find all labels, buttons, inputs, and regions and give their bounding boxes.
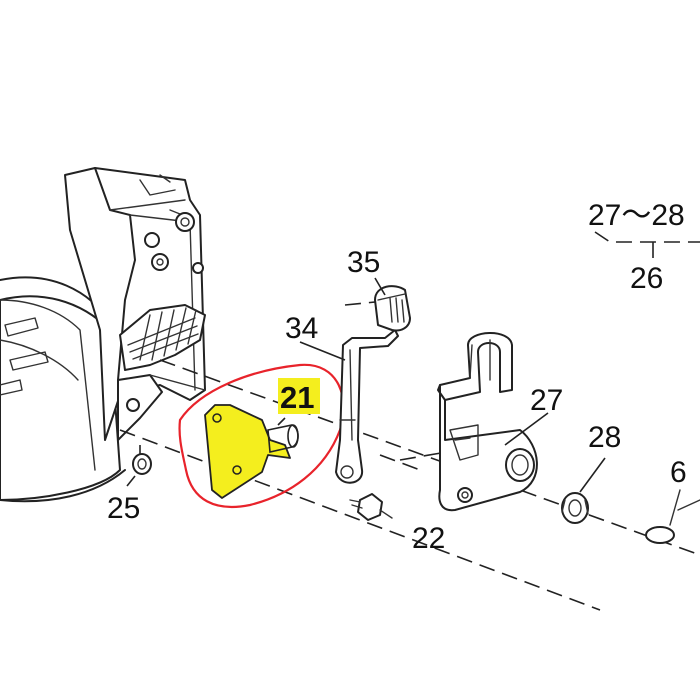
label-27-28: 27～28 bbox=[588, 199, 685, 232]
part-25-nut[interactable] bbox=[126, 453, 152, 487]
part-6-partial[interactable] bbox=[645, 489, 700, 544]
label-34: 34 bbox=[285, 312, 318, 345]
assembly-axis-lines bbox=[119, 299, 700, 611]
part-34-lever[interactable] bbox=[299, 329, 399, 484]
part-22-bolt[interactable] bbox=[349, 493, 393, 521]
label-27: 27 bbox=[530, 384, 563, 417]
housing-assembly bbox=[0, 167, 206, 503]
label-28: 28 bbox=[588, 421, 621, 454]
part-35-grip[interactable] bbox=[374, 277, 411, 332]
part-28-washer[interactable] bbox=[561, 457, 606, 524]
group-26-bracket bbox=[594, 231, 700, 258]
label-21: 21 bbox=[280, 380, 314, 415]
part-27-bracket[interactable] bbox=[437, 332, 549, 512]
highlight-circle bbox=[178, 363, 345, 509]
label-6: 6 bbox=[670, 456, 687, 489]
label-21-highlight bbox=[278, 378, 320, 414]
part-21-plate[interactable] bbox=[204, 378, 320, 499]
label-26: 26 bbox=[630, 262, 663, 295]
label-25: 25 bbox=[107, 492, 140, 525]
label-35: 35 bbox=[347, 246, 380, 279]
label-22: 22 bbox=[412, 522, 445, 555]
plate-21-highlight bbox=[204, 404, 291, 499]
